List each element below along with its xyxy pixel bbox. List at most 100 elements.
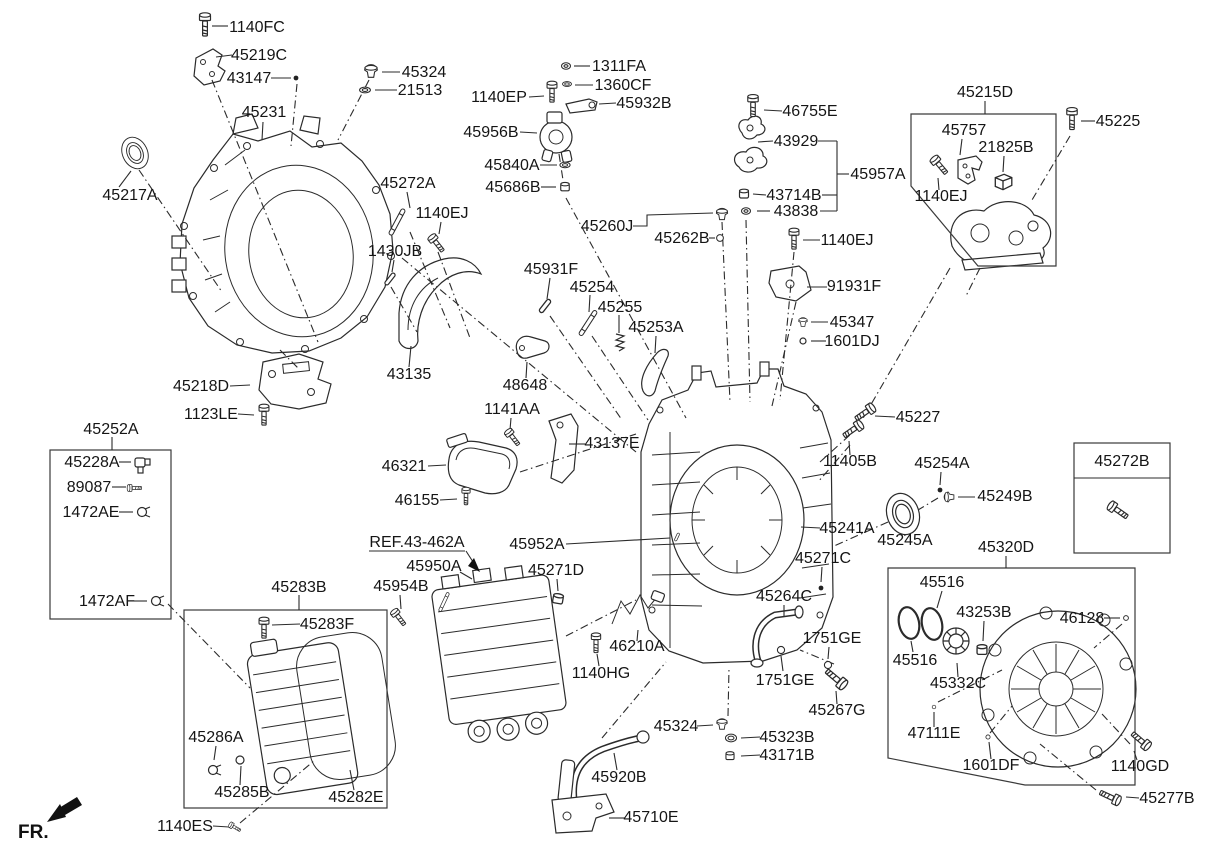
cap-icon bbox=[738, 188, 750, 199]
bracket-45219C-drawing bbox=[193, 48, 226, 86]
filler-pipe-45264C-drawing bbox=[750, 605, 804, 668]
hook-brackets-43929-drawing bbox=[733, 115, 768, 173]
label-45283B: 45283B bbox=[271, 579, 326, 596]
ref-arrow bbox=[465, 550, 480, 572]
label-43714B: 43714B bbox=[766, 187, 821, 204]
leader-line bbox=[1133, 750, 1138, 761]
box-45283B bbox=[183, 609, 388, 809]
pan-gasket-45282E-drawing bbox=[296, 631, 396, 781]
oil-filter-46321-drawing bbox=[446, 433, 518, 495]
label-46321: 46321 bbox=[382, 458, 427, 475]
label-45215D: 45215D bbox=[957, 84, 1013, 101]
label-1140EJ: 1140EJ bbox=[914, 188, 967, 205]
leader-line bbox=[546, 277, 551, 300]
label-45347: 45347 bbox=[830, 314, 875, 331]
label-43838: 43838 bbox=[774, 203, 819, 220]
ring-s-icon bbox=[823, 660, 833, 670]
construction-line bbox=[601, 661, 667, 739]
label-45757: 45757 bbox=[942, 122, 987, 139]
bracket-43137E-drawing bbox=[548, 413, 579, 484]
construction-line bbox=[989, 705, 1013, 734]
box-45320D bbox=[887, 567, 1136, 786]
construction-line bbox=[819, 423, 863, 463]
construction-line bbox=[401, 257, 637, 453]
label-43135: 43135 bbox=[387, 366, 432, 383]
label-45932B: 45932B bbox=[616, 95, 671, 112]
leader-line bbox=[212, 825, 230, 828]
dust-shield-43135-drawing bbox=[398, 257, 483, 350]
label-45271C: 45271C bbox=[795, 550, 851, 567]
sleeve-icon bbox=[942, 627, 970, 655]
transmission-case-drawing bbox=[640, 361, 834, 664]
label-45264C: 45264C bbox=[756, 588, 812, 605]
label-1141AA: 1141AA bbox=[484, 401, 540, 418]
leader-line bbox=[519, 131, 538, 134]
label-REF.43-462A: REF.43-462A bbox=[369, 534, 464, 551]
circ-icon bbox=[1123, 615, 1129, 621]
leader-line bbox=[596, 653, 600, 667]
circ-icon bbox=[799, 337, 807, 345]
cap-icon bbox=[560, 181, 570, 192]
label-45272B: 45272B bbox=[1094, 453, 1149, 470]
label-45227: 45227 bbox=[896, 409, 941, 426]
label-45286A: 45286A bbox=[188, 729, 243, 746]
label-45956B: 45956B bbox=[463, 124, 518, 141]
fr-direction-marker: FR. bbox=[18, 797, 82, 843]
construction-line bbox=[1039, 743, 1097, 791]
circ-icon bbox=[931, 704, 937, 710]
construction-line bbox=[549, 315, 623, 421]
oil-hose-45920B-drawing bbox=[551, 730, 650, 834]
ring-m-icon bbox=[724, 733, 738, 743]
leader-line bbox=[763, 109, 783, 112]
construction-line bbox=[817, 444, 851, 483]
leader-line bbox=[939, 471, 942, 486]
label-45255: 45255 bbox=[598, 299, 643, 316]
construction-line bbox=[721, 221, 731, 403]
leader-line bbox=[910, 640, 914, 653]
label-45516: 45516 bbox=[893, 652, 938, 669]
leader-line bbox=[956, 662, 959, 678]
cap-icon bbox=[976, 644, 988, 656]
leader-line bbox=[780, 655, 784, 672]
dot-icon bbox=[817, 584, 825, 592]
label-45516: 45516 bbox=[920, 574, 965, 591]
label-45254: 45254 bbox=[570, 279, 615, 296]
nut-icon bbox=[560, 62, 572, 70]
label-45249B: 45249B bbox=[977, 488, 1032, 505]
leader-line bbox=[959, 138, 963, 156]
label-46210A: 46210A bbox=[609, 638, 664, 655]
leader-line bbox=[215, 54, 233, 58]
label-1360CF: 1360CF bbox=[595, 77, 652, 94]
box-45215D bbox=[910, 113, 1057, 267]
label-1140GD: 1140GD bbox=[1111, 758, 1169, 775]
label-46755E: 46755E bbox=[782, 103, 837, 120]
construction-line bbox=[771, 301, 797, 407]
leader-line bbox=[982, 620, 985, 642]
label-1751GE: 1751GE bbox=[803, 630, 862, 647]
construction-line bbox=[337, 79, 370, 141]
label-45840A: 45840A bbox=[484, 157, 539, 174]
construction-line bbox=[211, 79, 319, 343]
leader-line bbox=[936, 590, 943, 609]
leader-line bbox=[349, 769, 355, 791]
construction-line bbox=[591, 335, 649, 421]
label-45228A: 45228A bbox=[64, 454, 119, 471]
nut-icon bbox=[740, 207, 752, 215]
label-1601DF: 1601DF bbox=[963, 757, 1020, 774]
leader-line bbox=[565, 537, 671, 545]
label-45920B: 45920B bbox=[591, 769, 646, 786]
construction-line bbox=[745, 219, 751, 403]
construction-line bbox=[1031, 135, 1071, 201]
bracket-45757-drawing bbox=[957, 155, 983, 185]
construction-line bbox=[279, 349, 299, 369]
label-1140EJ: 1140EJ bbox=[820, 232, 873, 249]
fr-label: FR. bbox=[18, 822, 49, 843]
leader-line bbox=[848, 440, 851, 456]
label-45950A: 45950A bbox=[406, 558, 461, 575]
leader-line bbox=[408, 345, 412, 368]
leader-line bbox=[588, 294, 591, 313]
label-1123LE: 1123LE bbox=[184, 406, 238, 423]
cap-icon bbox=[551, 592, 565, 605]
washer-icon bbox=[562, 81, 572, 87]
construction-line bbox=[519, 433, 637, 473]
